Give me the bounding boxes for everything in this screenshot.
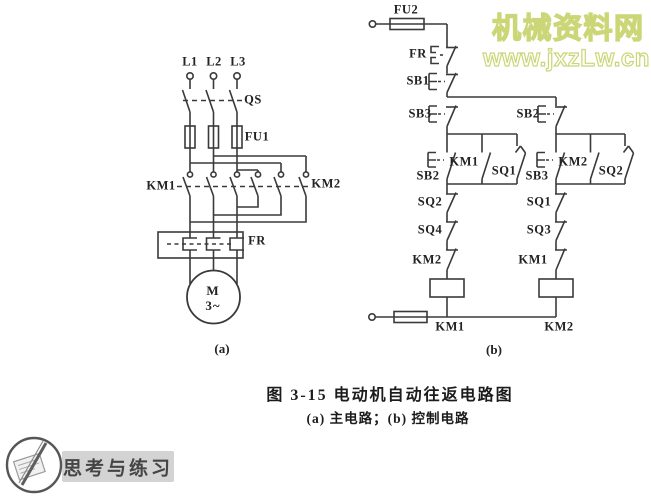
label-group-left-selfhold: KM1 — [449, 154, 479, 169]
label-sb1-button: SB1 — [406, 73, 430, 88]
label-km2-contactor: KM2 — [311, 176, 341, 191]
footer-banner — [62, 451, 174, 482]
label-km1-contactor: KM1 — [146, 178, 176, 193]
notebook-pencil-icon — [12, 440, 48, 486]
control-circuit-linework — [367, 17, 635, 324]
watermark-line1: 机械资料网 — [492, 12, 645, 45]
label-sb2-stop: SB2 — [516, 106, 540, 121]
label-group-left-limit: SQ1 — [491, 163, 517, 178]
figure-caption-title: 图 3-15 电动机自动往返电路图 — [266, 387, 514, 404]
footer-logo — [5, 436, 174, 494]
label-series-right-sq3: SQ3 — [526, 222, 552, 237]
label-series-left-sq2: SQ2 — [417, 194, 443, 209]
label-fr-contact: FR — [409, 46, 427, 61]
label-phase-l3: L3 — [230, 54, 246, 69]
label-group-right-limit: SQ2 — [598, 163, 624, 178]
label-coil-km2: KM2 — [544, 319, 574, 334]
label-sub-b: (b) — [486, 342, 502, 357]
label-group-right-selfhold: KM2 — [558, 154, 588, 169]
figure-caption-subtitle: (a) 主电路；(b) 控制电路 — [306, 411, 470, 426]
label-series-left-sq4: SQ4 — [417, 222, 443, 237]
main-circuit-linework — [157, 72, 312, 325]
footer-badge-label: 思考与练习 — [62, 458, 174, 480]
label-series-left-km2: KM2 — [412, 252, 442, 267]
label-fu1-fuse: FU1 — [244, 129, 270, 144]
label-series-right-km1: KM1 — [518, 252, 548, 267]
label-group-right-button: SB3 — [525, 168, 549, 183]
label-motor-m: M — [206, 283, 220, 298]
label-qs-switch: QS — [244, 92, 262, 107]
label-sb3-stop: SB3 — [408, 106, 432, 121]
watermark: 机械资料网 www.jxzLw.cn — [481, 11, 650, 72]
label-phase-l1: L1 — [182, 54, 198, 69]
label-series-right-sq1: SQ1 — [526, 194, 552, 209]
label-phase-l2: L2 — [206, 54, 222, 69]
label-sub-a: (a) — [214, 341, 230, 356]
watermark-line2: www.jxzLw.cn — [482, 45, 650, 72]
label-fu2-fuse: FU2 — [393, 2, 419, 17]
label-fr-relay: FR — [248, 233, 266, 248]
label-group-left-button: SB2 — [416, 168, 440, 183]
label-motor-phase: 3~ — [205, 298, 221, 313]
label-coil-km1: KM1 — [435, 319, 465, 334]
